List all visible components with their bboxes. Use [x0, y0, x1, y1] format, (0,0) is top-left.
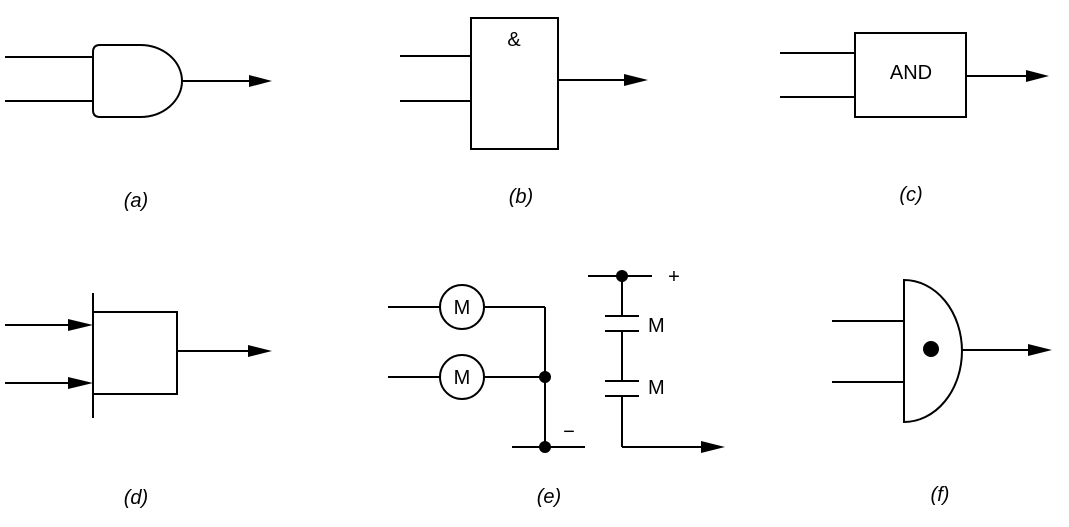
coil-label-2: M [454, 367, 471, 389]
junction-dot-2 [539, 441, 551, 453]
caption-c: (c) [899, 184, 922, 206]
panel-f: (f) [832, 278, 1052, 506]
panel-a: (a) [5, 44, 272, 212]
gate-dot [923, 341, 939, 357]
and-gate-body [92, 44, 183, 118]
caption-d: (d) [124, 487, 148, 509]
contact-label-1: M [648, 315, 665, 337]
caption-a: (a) [124, 190, 148, 212]
input-arrow-1 [68, 319, 93, 331]
minus-label: − [563, 421, 575, 443]
output-arrow [249, 75, 272, 87]
ampersand-symbol: & [507, 29, 521, 51]
gate-box [470, 17, 559, 150]
output-arrow [248, 345, 272, 357]
plus-label: + [668, 266, 680, 288]
junction-dot-1 [539, 371, 551, 383]
output-arrow [1026, 70, 1049, 82]
output-arrow [1028, 344, 1052, 356]
input-arrow-2 [68, 377, 93, 389]
panel-e: M M − + M M (e) [388, 266, 725, 508]
gate-box [92, 311, 178, 395]
and-label: AND [890, 62, 932, 84]
panel-b: & (b) [400, 17, 648, 208]
caption-e: (e) [537, 486, 561, 508]
panel-d: (d) [5, 293, 272, 509]
contact-label-2: M [648, 377, 665, 399]
coil-label-1: M [454, 297, 471, 319]
output-arrow [701, 441, 725, 453]
panel-c: AND (c) [780, 32, 1049, 206]
gate-body [903, 278, 963, 424]
caption-b: (b) [509, 186, 533, 208]
caption-f: (f) [931, 484, 950, 506]
output-arrow [624, 74, 648, 86]
